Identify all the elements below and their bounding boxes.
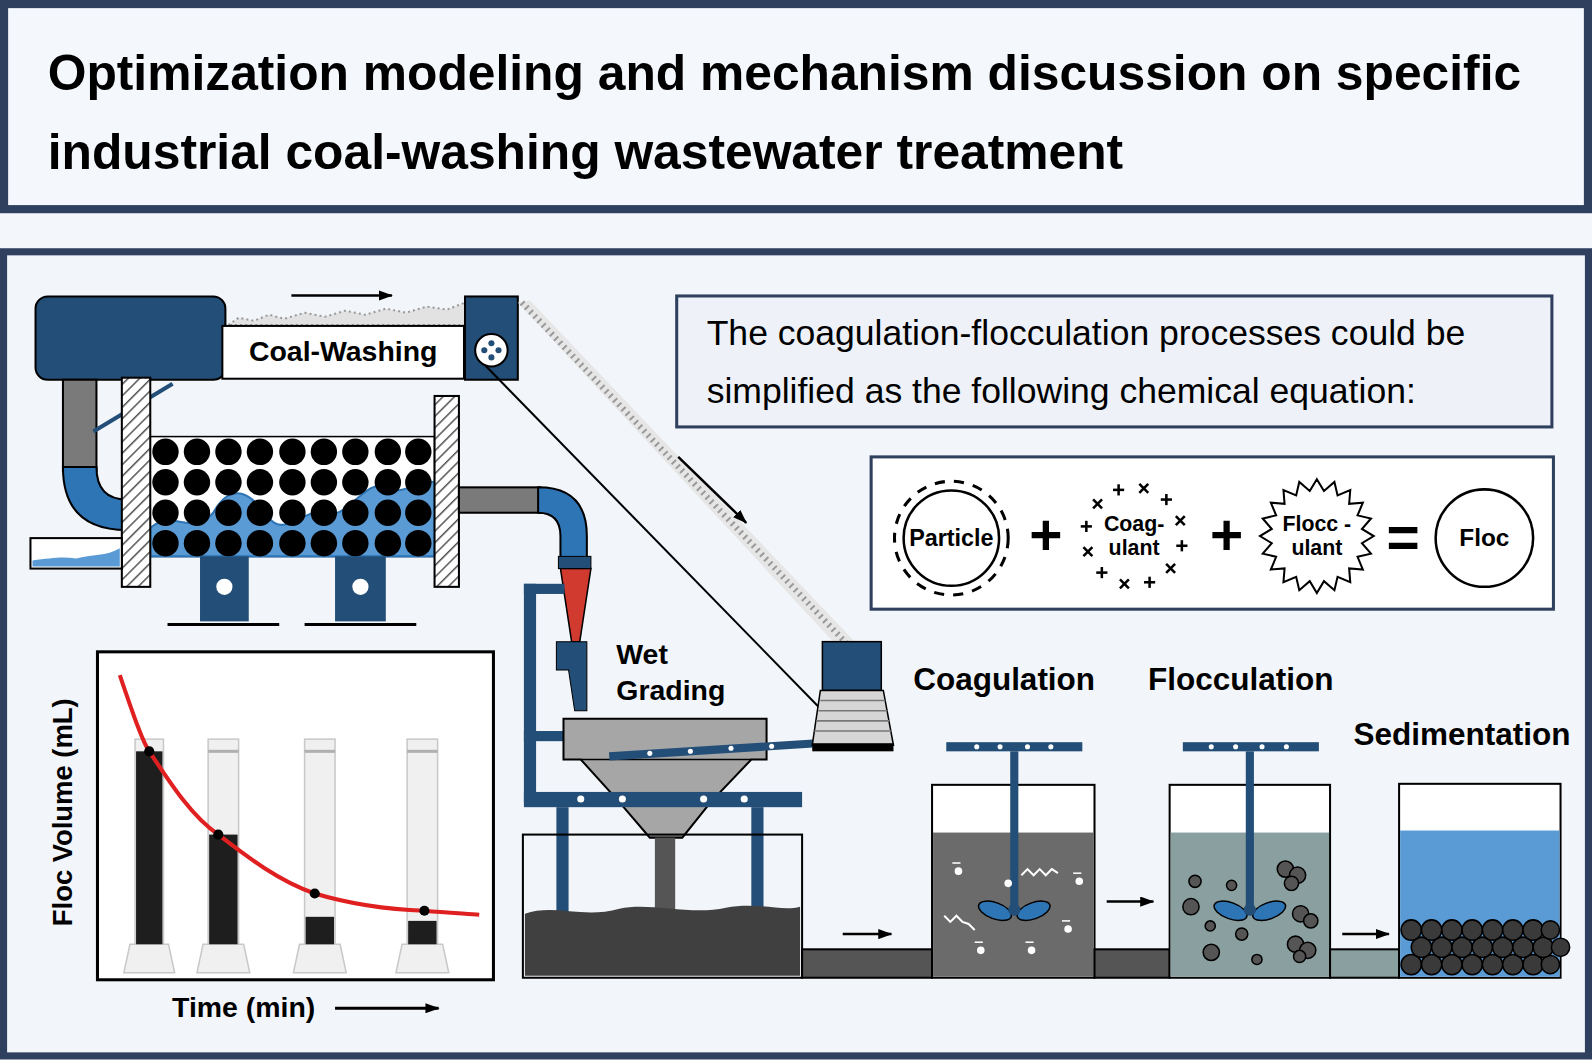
charge-mark	[1166, 564, 1175, 573]
particle-outline	[904, 490, 999, 585]
positive-charge	[1165, 494, 1168, 505]
box-outline	[677, 296, 1552, 427]
positive-charge	[1181, 540, 1184, 551]
positive-charge	[1148, 577, 1151, 588]
charge-mark	[1176, 516, 1185, 525]
stage-label: Flocculation	[1148, 662, 1333, 699]
coagulant-ring: Coag- ulant	[1078, 480, 1190, 592]
node-text: Coal-Washing	[249, 336, 437, 368]
text-holder: Particle	[890, 477, 1012, 599]
flocculant-star: Flocc -ulant	[1258, 477, 1376, 595]
starburst-outline	[1260, 479, 1374, 593]
plus-sign: +	[1029, 504, 1062, 569]
text-holder: Floc	[1434, 487, 1536, 589]
charge-mark	[1120, 579, 1129, 588]
axis-label: Floc Volume (mL)	[47, 698, 78, 926]
stage-label: Sedimentation	[1354, 717, 1571, 754]
floc-outline	[1436, 489, 1533, 586]
charge-mark	[1166, 564, 1175, 573]
unit-label: Wet Grading	[616, 637, 743, 708]
note-box: The coagulation-flocculation processes c…	[675, 294, 1553, 428]
machine-box: Coal-Washing	[221, 325, 465, 380]
node-text: Floc	[1459, 524, 1509, 552]
text-holder: Coal-Washing	[221, 325, 465, 380]
positive-charge	[1101, 567, 1104, 578]
title: Optimization modeling and mechanism disc…	[48, 35, 1571, 191]
positive-charge	[1085, 521, 1088, 532]
text-holder: The coagulation-flocculation processes c…	[675, 294, 1553, 428]
node-text: Particle	[909, 525, 993, 551]
plus-sign: +	[1210, 504, 1243, 569]
node-text: The coagulation-flocculation processes c…	[707, 304, 1522, 420]
node-text: Coag- ulant	[1098, 512, 1171, 561]
negative-charge-ring	[894, 481, 1008, 595]
stage-label: Coagulation	[913, 662, 1095, 699]
particle-circle: Particle	[890, 477, 1012, 599]
positive-charge	[1117, 484, 1120, 495]
axis-label: Time (min)	[172, 992, 315, 1024]
charge-mark	[1176, 516, 1185, 525]
charge-mark	[1083, 547, 1092, 556]
box-outline	[222, 326, 464, 379]
charge-mark	[1093, 499, 1102, 508]
charge-mark	[1139, 484, 1148, 493]
charge-mark	[1083, 547, 1092, 556]
floc-circle: Floc	[1434, 487, 1536, 589]
charge-mark	[1093, 499, 1102, 508]
equals-sign: =	[1387, 506, 1420, 571]
node-text: Flocc -ulant	[1279, 512, 1354, 561]
text-holder: Flocc -ulant	[1258, 477, 1376, 595]
charge-mark	[1139, 484, 1148, 493]
text-holder: Coag- ulant	[1078, 480, 1190, 592]
charge-mark	[1120, 579, 1129, 588]
